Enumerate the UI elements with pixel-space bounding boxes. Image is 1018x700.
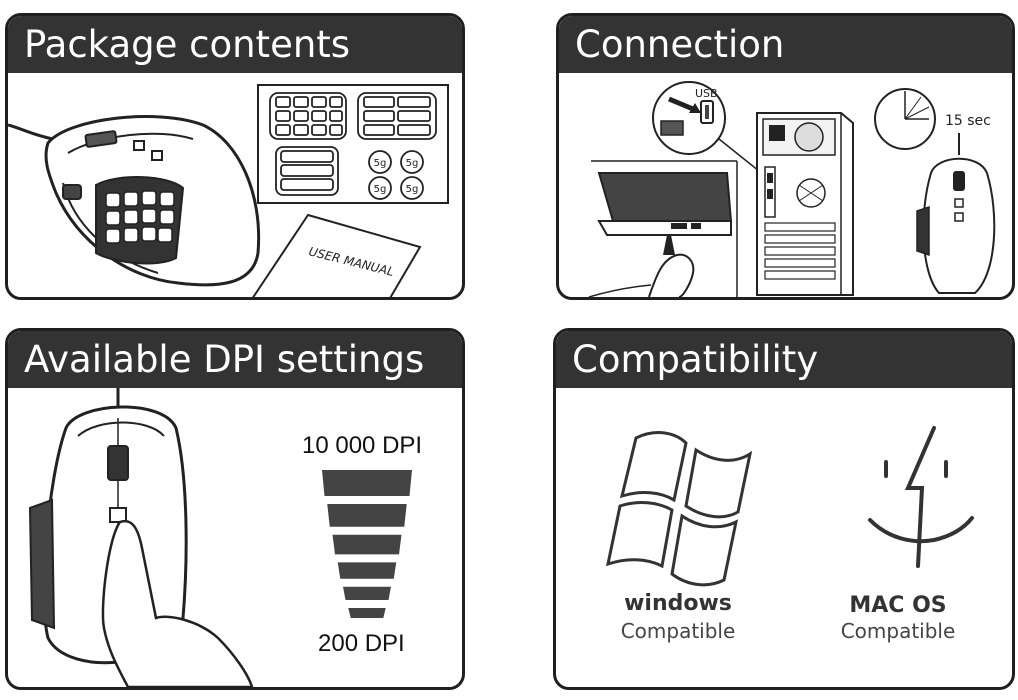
button-panel-12 — [269, 92, 347, 140]
hand-icon — [648, 253, 695, 297]
weight-icon — [400, 150, 424, 174]
dpi-level-bar — [343, 586, 391, 600]
compatibility-panel: Compatibility windows Compatible MAC OS … — [553, 328, 1015, 690]
button-panel-6 — [357, 92, 437, 140]
weight-label: 5g — [406, 158, 419, 169]
timer-label: 15 sec — [945, 113, 991, 129]
mouse-cable — [8, 123, 54, 141]
connection-body: USB — [559, 73, 1012, 297]
dpi-illustration — [28, 388, 412, 687]
weight-icon — [400, 176, 424, 200]
package-contents-title: Package contents — [8, 16, 462, 73]
connection-title: Connection — [559, 16, 1012, 73]
compatibility-body: windows Compatible MAC OS Compatible — [556, 388, 1012, 687]
dpi-body: 10 000 DPI 200 DPI — [8, 388, 462, 687]
dpi-panel: Available DPI settings 10 000 DPI 200 DP… — [5, 328, 465, 690]
macos-compatible-label: Compatible — [840, 619, 956, 643]
dpi-title: Available DPI settings — [8, 331, 462, 388]
mac-finder-icon — [868, 426, 974, 568]
laptop-illustration — [588, 160, 738, 297]
plug-arrow-icon — [689, 103, 701, 113]
weight-label: 5g — [374, 158, 387, 169]
dpi-level-bar — [332, 534, 402, 555]
dpi-button — [109, 507, 127, 523]
windows-compatible-label: Compatible — [620, 619, 736, 643]
usb-inset: USB — [652, 81, 760, 172]
connection-illustration: USB — [588, 81, 996, 297]
finger-icon — [101, 519, 254, 687]
weight-icon — [368, 176, 392, 200]
windows-logo-icon — [606, 431, 753, 587]
package-contents-panel: Package contents — [5, 13, 465, 300]
side-buttons — [28, 498, 56, 630]
gaming-mouse-illustration — [44, 115, 261, 287]
pc-tower-illustration — [756, 112, 854, 296]
weight-label: 5g — [406, 184, 419, 195]
scroll-wheel — [84, 130, 118, 148]
weight-label: 5g — [374, 184, 387, 195]
accessories-card: 5g 5g 5g 5g — [257, 84, 449, 204]
timer-illustration: 15 sec — [874, 88, 991, 150]
dpi-level-bar — [348, 608, 386, 618]
button-panel-3 — [275, 146, 339, 196]
compatibility-title: Compatibility — [556, 331, 1012, 388]
dpi-level-bar — [327, 504, 407, 527]
scroll-wheel — [107, 445, 129, 481]
usb-label: USB — [695, 87, 718, 100]
user-manual: USER MANUAL — [252, 213, 422, 297]
connection-panel: Connection USB — [556, 13, 1015, 300]
windows-label: windows — [624, 591, 732, 616]
usb-plug-icon — [660, 120, 684, 136]
dpi-level-bars — [322, 470, 412, 618]
weight-icon — [368, 150, 392, 174]
package-contents-illustration: 5g 5g 5g 5g USER MANUAL — [8, 84, 449, 297]
package-contents-body: 5g 5g 5g 5g USER MANUAL — [8, 73, 462, 297]
macos-label: MAC OS — [849, 593, 947, 618]
weights: 5g 5g 5g 5g — [368, 150, 424, 200]
dpi-max-label: 10 000 DPI — [302, 432, 423, 459]
compatibility-illustration — [606, 426, 974, 587]
dpi-level-bar — [322, 470, 412, 496]
plug-arrow-icon — [663, 235, 675, 255]
small-mouse-illustration — [916, 133, 996, 294]
dpi-min-label: 200 DPI — [318, 630, 405, 657]
dpi-level-bar — [337, 562, 397, 579]
